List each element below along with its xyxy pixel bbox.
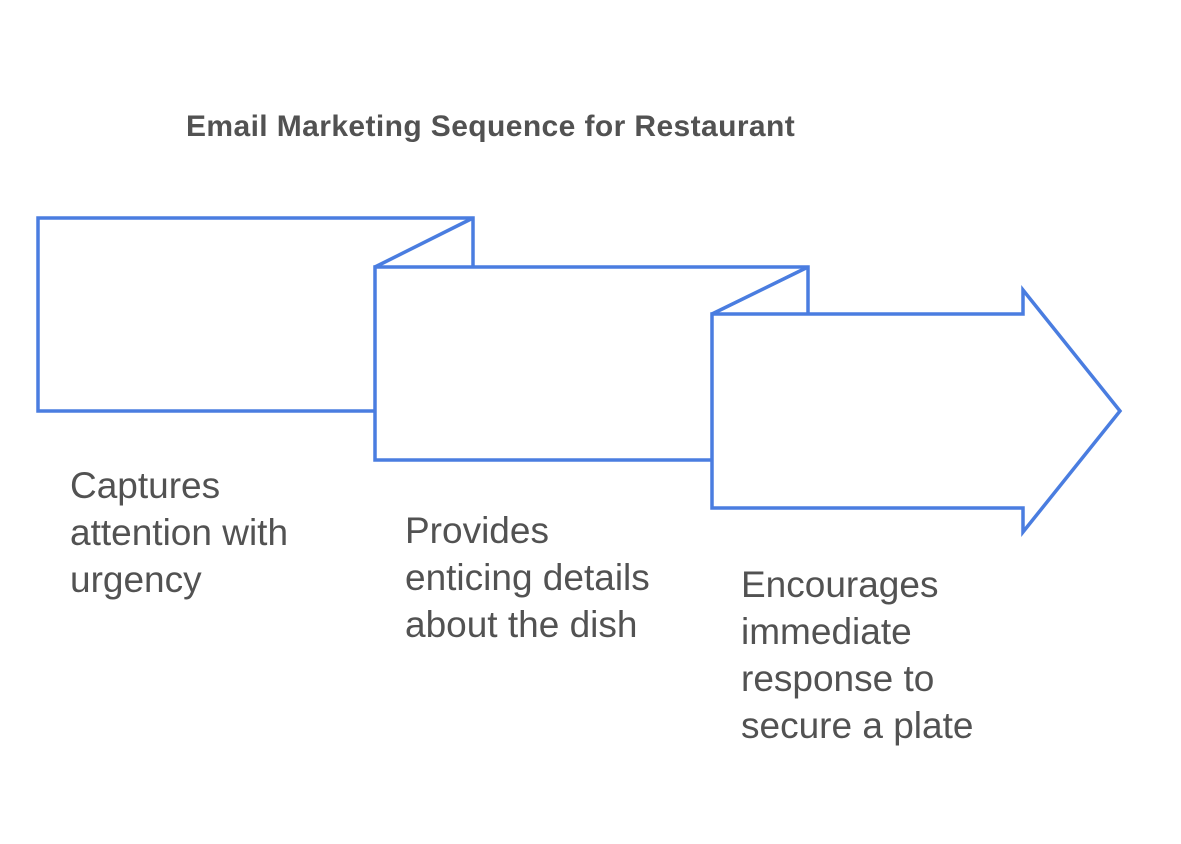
step-1-label: Captures attention with urgency xyxy=(70,462,288,603)
diagram-title: Email Marketing Sequence for Restaurant xyxy=(186,110,796,143)
step-1-label-line: urgency xyxy=(70,559,202,600)
step-2-label-line: about the dish xyxy=(405,604,638,645)
step-2-label-line: enticing details xyxy=(405,557,650,598)
step-3-label: Encourages immediate response to secure … xyxy=(741,561,973,749)
step-3-arrow-shape xyxy=(710,285,1123,537)
step-3-label-line: response to xyxy=(741,658,935,699)
step-2-label-line: Provides xyxy=(405,510,549,551)
step-3-label-line: Encourages xyxy=(741,564,939,605)
step-1-label-line: attention with xyxy=(70,512,289,553)
step-2-label: Provides enticing details about the dish xyxy=(405,507,650,648)
fold-connector-2 xyxy=(711,265,809,316)
step-1-label-line: Captures xyxy=(70,465,221,506)
step-3-label-line: secure a plate xyxy=(741,705,974,746)
step-3-label-line: immediate xyxy=(741,611,912,652)
fold-connector-1 xyxy=(374,216,474,269)
